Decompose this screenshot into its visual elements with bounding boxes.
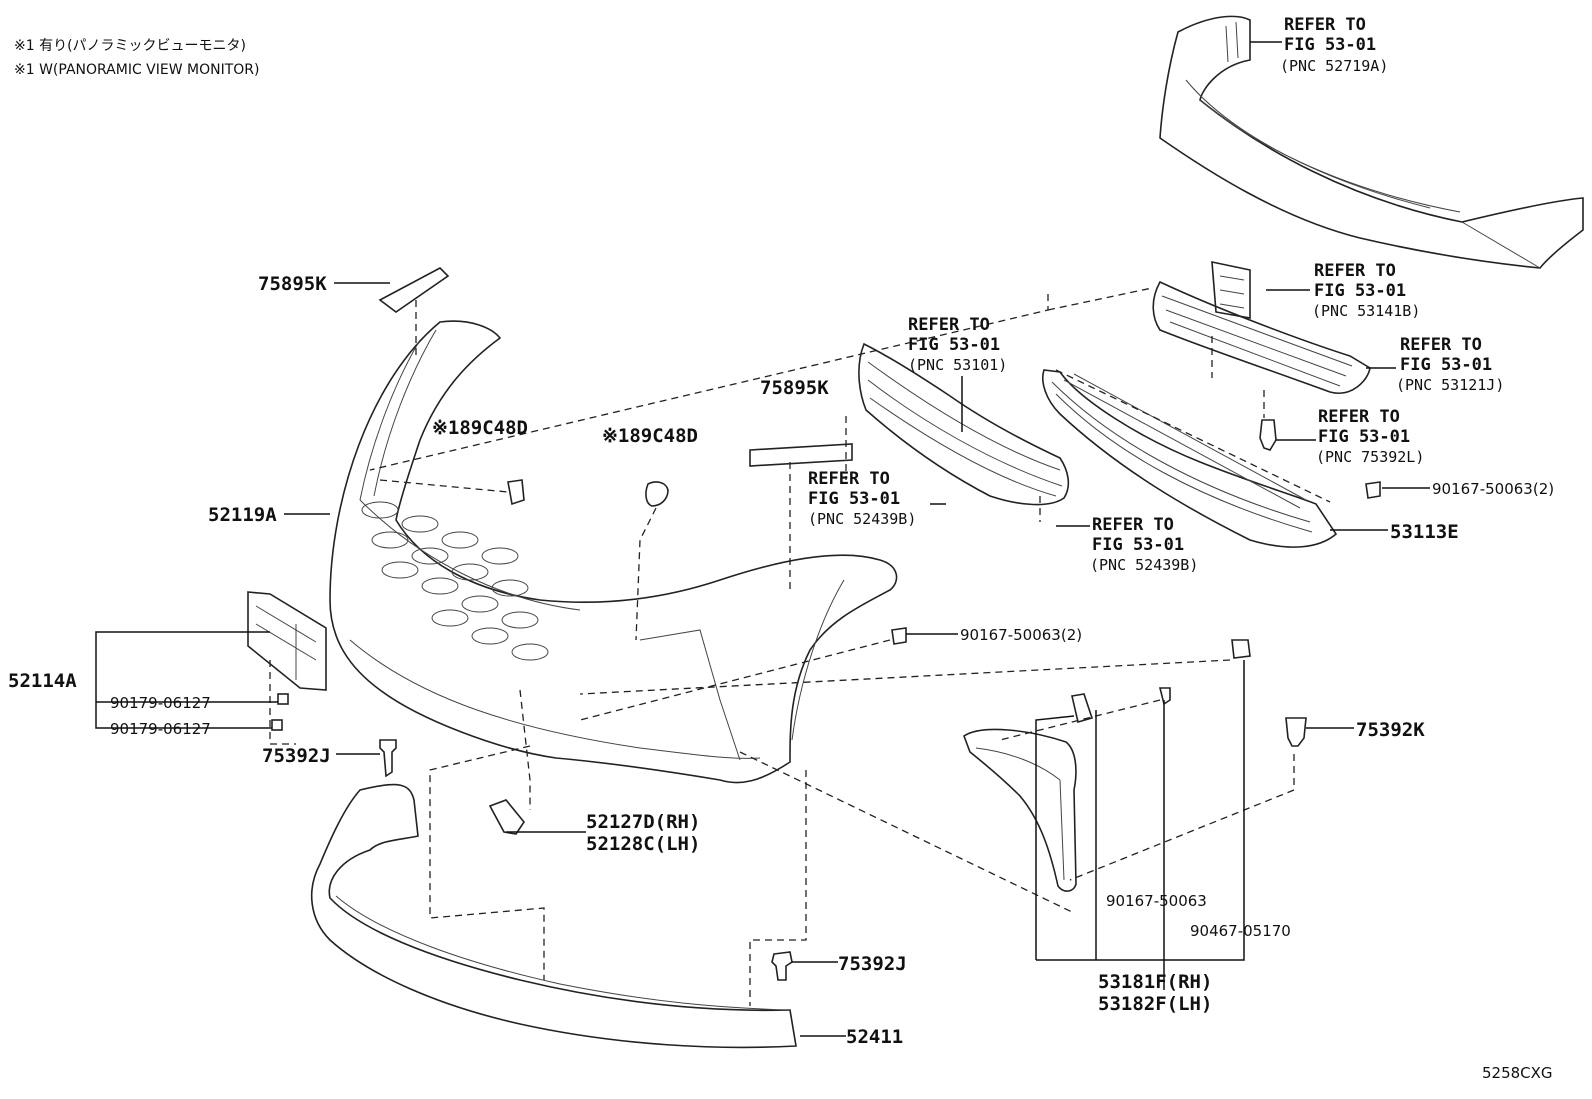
label-75895k-mid: 75895K [760,377,829,399]
leader-lines [95,41,1430,1037]
ref-52719a-fig: FIG 53-01 [1284,35,1376,55]
label-75392j-left: 75392J [262,745,331,767]
clip-75392j-bottom [771,951,793,981]
label-189c48d-left: ※189C48D [432,417,528,439]
ref-52719a-refer: REFER TO [1284,15,1366,35]
middle-grille-illustration [1152,260,1371,394]
clip-75392l [1259,419,1277,451]
bolt-90167-right [1365,481,1381,499]
ref-52439b-right-fig: FIG 53-01 [1092,535,1184,555]
ref-52439b-left-refer: REFER TO [808,469,890,489]
ref-75392l-pnc: (PNC 75392L) [1316,448,1424,466]
ref-53121j-pnc: (PNC 53121J) [1396,376,1504,394]
clip-90179-b [271,719,283,731]
label-53113e: 53113E [1390,521,1459,543]
label-75392k: 75392K [1356,719,1425,741]
label-90167-mid: 90167-50063(2) [960,626,1082,644]
clip-90179-a [277,693,289,705]
label-189c48d-right: ※189C48D [602,425,698,447]
sensor-bracket-left [507,479,525,506]
sensor-bracket-right [645,481,669,507]
dashed-lines [269,287,1331,1006]
ref-52439b-right-refer: REFER TO [1092,515,1174,535]
center-grille-illustration [858,342,1070,506]
lower-grille-53113e [1042,369,1338,548]
lower-spoiler-52411 [310,783,797,1049]
ref-75392l: REFER TO FIG 53-01 (PNC 75392L) [1316,407,1424,466]
sticker-75895k-top [378,267,450,313]
ref-53101-fig: FIG 53-01 [908,335,1000,355]
label-75895k-top: 75895K [258,273,327,295]
label-52114a: 52114A [8,670,77,692]
clip-75392k [1285,717,1307,747]
ref-53121j: REFER TO FIG 53-01 (PNC 53121J) [1396,335,1504,394]
label-53181f: 53181F(RH) [1098,971,1212,993]
bolt-90167-single [1158,687,1171,706]
label-90179-a: 90179-06127 [110,694,211,712]
label-52128c: 52128C(LH) [586,833,700,855]
towing-hook-cover [488,799,525,835]
ref-53141b: REFER TO FIG 53-01 (PNC 53141B) [1312,261,1420,320]
ref-52719a-pnc: (PNC 52719A) [1280,57,1388,75]
ref-53141b-fig: FIG 53-01 [1314,281,1406,301]
note-en: ※1 W(PANORAMIC VIEW MONITOR) [14,62,260,78]
label-75392j-bottom: 75392J [838,953,907,975]
ref-52439b-left-pnc: (PNC 52439B) [808,510,916,528]
bumper-cover-52119a [329,320,898,784]
label-52119a: 52119A [208,504,277,526]
label-90467: 90467-05170 [1190,922,1291,940]
ref-52439b-right: REFER TO FIG 53-01 (PNC 52439B) [1090,515,1198,574]
ref-52439b-right-pnc: (PNC 52439B) [1090,556,1198,574]
sticker-75895k-mid [749,443,853,467]
label-53182f: 53182F(LH) [1098,993,1212,1015]
label-90167-single: 90167-50063 [1106,892,1207,910]
ref-75392l-fig: FIG 53-01 [1318,427,1410,447]
ref-53101-pnc: (PNC 53101) [908,356,1007,374]
label-90167-right: 90167-50063(2) [1432,480,1554,498]
bolt-90167-mid [891,627,907,645]
ref-53101: REFER TO FIG 53-01 (PNC 53101) [908,315,1007,374]
ref-53141b-refer: REFER TO [1314,261,1396,281]
note-jp: ※1 有り(パノラミックビューモニタ) [14,38,246,54]
nut-90467 [1231,639,1251,659]
ref-52439b-left: REFER TO FIG 53-01 (PNC 52439B) [808,469,916,528]
ref-53121j-refer: REFER TO [1400,335,1482,355]
license-bracket-52114a [247,591,327,691]
diagram-code: 5258CXG [1482,1064,1553,1082]
label-52411: 52411 [846,1026,903,1048]
ref-53121j-fig: FIG 53-01 [1400,355,1492,375]
label-52127d: 52127D(RH) [586,811,700,833]
bracket-small [1071,693,1094,724]
ref-75392l-refer: REFER TO [1318,407,1400,427]
side-garnish-53181f [963,728,1077,892]
label-90179-b: 90179-06127 [110,720,211,738]
upper-grille-illustration [1159,15,1584,269]
ref-53101-refer: REFER TO [908,315,990,335]
ref-52719a: REFER TO FIG 53-01 (PNC 52719A) [1280,15,1388,75]
ref-53141b-pnc: (PNC 53141B) [1312,302,1420,320]
clip-75392j-left [379,739,397,778]
ref-52439b-left-fig: FIG 53-01 [808,489,900,509]
